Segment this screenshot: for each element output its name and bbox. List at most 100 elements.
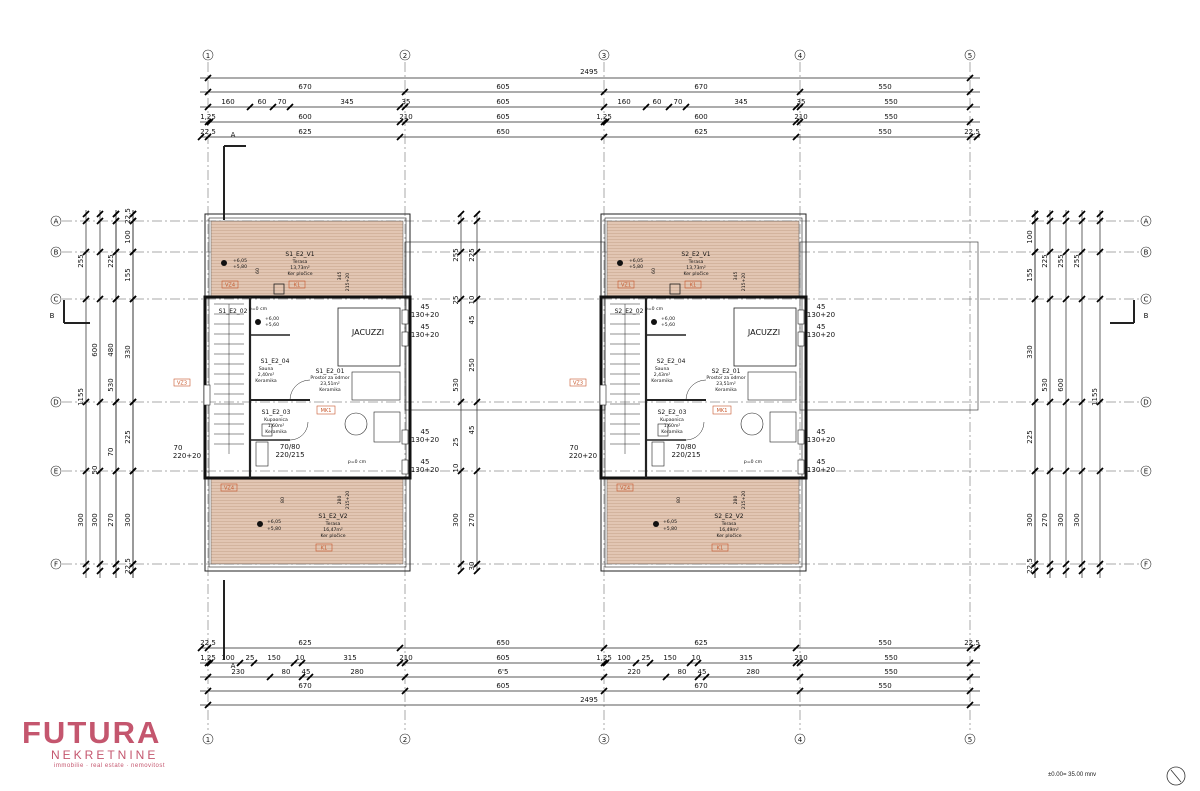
sofa: [747, 371, 797, 401]
level-value: +5,60: [265, 322, 279, 328]
axis-label-col: 3: [602, 736, 606, 744]
dim-tick: [1031, 248, 1039, 256]
jacuzzi-label: JACUZZI: [351, 328, 384, 337]
dim-tick: [1096, 398, 1104, 406]
dim-value-v: 600: [1057, 378, 1065, 391]
dim-value: 10: [296, 654, 305, 662]
bath-area: 1,60m²: [664, 423, 681, 429]
level-value: +6,00: [661, 316, 675, 322]
window: [599, 384, 607, 406]
dim-tick: [1046, 560, 1054, 568]
dim-value: 650: [496, 639, 509, 647]
terrace-bottom-area: 16,47m²: [323, 527, 343, 533]
tag-mk: MK1: [321, 408, 332, 414]
dim-value: 1,25: [200, 654, 216, 662]
dim-tick: [473, 467, 481, 475]
dim-value-v: 60: [651, 268, 657, 274]
dim-tick: [473, 398, 481, 406]
dim-value: 130+20: [411, 331, 439, 339]
terrace-top-name: S1_E2_V1: [285, 251, 314, 258]
axis-label-row: B: [54, 249, 59, 257]
dim-tick: [1031, 217, 1039, 225]
dim-tick: [1046, 248, 1054, 256]
axis-label-col: 3: [602, 52, 606, 60]
axis-bubble: [794, 733, 806, 745]
dim-value: 100: [221, 654, 234, 662]
living-desc: Prostor za odmor: [706, 375, 745, 381]
dim-tick: [246, 103, 254, 111]
dim-value: 625: [694, 128, 707, 136]
dim-value: 45: [421, 323, 430, 331]
level-value: +5,80: [663, 526, 677, 532]
door-swing: [289, 379, 311, 401]
dim-tick: [473, 210, 481, 218]
dim-tick: [82, 567, 90, 575]
dim-tick: [796, 118, 804, 126]
company-logo: FUTURA NEKRETNINE immobilie · real estat…: [22, 715, 192, 775]
dim-value: 600: [694, 113, 707, 121]
dim-tick: [1031, 295, 1039, 303]
dim-value-v: 10: [452, 464, 460, 473]
dim-tick: [401, 673, 409, 681]
section-label-b: B: [1144, 312, 1149, 320]
dim-tick: [1046, 210, 1054, 218]
dim-value: 550: [884, 98, 897, 106]
terrace-bottom-name: S1_E2_V2: [318, 513, 347, 520]
dim-tick: [665, 103, 673, 111]
axis-bubble: [202, 733, 214, 745]
dim-tick: [129, 560, 137, 568]
dim-tick: [96, 248, 104, 256]
axis-label-col: 2: [403, 52, 407, 60]
axis-bubble: [1140, 558, 1152, 570]
dim-value-v: 280: [733, 496, 739, 505]
dim-value: 45: [698, 668, 707, 676]
window: [797, 429, 805, 445]
p-note: p=0 cm: [744, 459, 763, 465]
dim-tick: [646, 659, 654, 667]
dim-tick: [792, 103, 800, 111]
logo-tagline: immobilie · real estate · nemovitost: [54, 763, 166, 769]
dim-tick: [112, 398, 120, 406]
dim-value: 100: [617, 654, 630, 662]
dim-tick: [473, 217, 481, 225]
tag-box: [173, 378, 191, 387]
bath-floor: Keramika: [661, 429, 683, 435]
dim-tick: [1046, 567, 1054, 575]
dim-tick: [401, 103, 409, 111]
dim-tick: [1031, 567, 1039, 575]
dim-value: 550: [878, 128, 891, 136]
window: [203, 384, 211, 406]
dim-tick: [457, 467, 465, 475]
tag-box: [711, 543, 729, 552]
tag-box: [712, 405, 732, 415]
dim-value: 6'5: [498, 668, 509, 676]
dim-value: 150: [267, 654, 280, 662]
level-marker-icon: [255, 319, 261, 325]
dim-value: 60: [653, 98, 662, 106]
dim-tick: [966, 118, 974, 126]
dim-tick: [792, 659, 800, 667]
dim-value-v: 215+20: [345, 491, 351, 510]
dim-tick: [298, 659, 306, 667]
axis-bubble: [1140, 293, 1152, 305]
dim-tick: [82, 560, 90, 568]
dim-value-v: 345: [733, 272, 739, 281]
dim-value-v: 530: [107, 378, 115, 391]
dim-value-v: 250: [468, 358, 476, 371]
axis-label-row: F: [54, 561, 58, 569]
dim-value-v: 215+20: [741, 273, 747, 292]
dim-tick: [632, 659, 640, 667]
axis-bubble: [50, 215, 62, 227]
living-area: 23,51m²: [320, 381, 340, 387]
dim-tick: [82, 467, 90, 475]
axis-bubble: [598, 733, 610, 745]
bath-area: 1,60m²: [268, 423, 285, 429]
tag-k: K1: [717, 546, 723, 552]
dim-value-v: 60: [255, 268, 261, 274]
dim-tick: [973, 133, 981, 141]
dim-value-v: 1155: [77, 388, 85, 406]
dim-value: 345: [734, 98, 747, 106]
dim-tick: [457, 398, 465, 406]
axis-label-row: D: [53, 399, 58, 407]
